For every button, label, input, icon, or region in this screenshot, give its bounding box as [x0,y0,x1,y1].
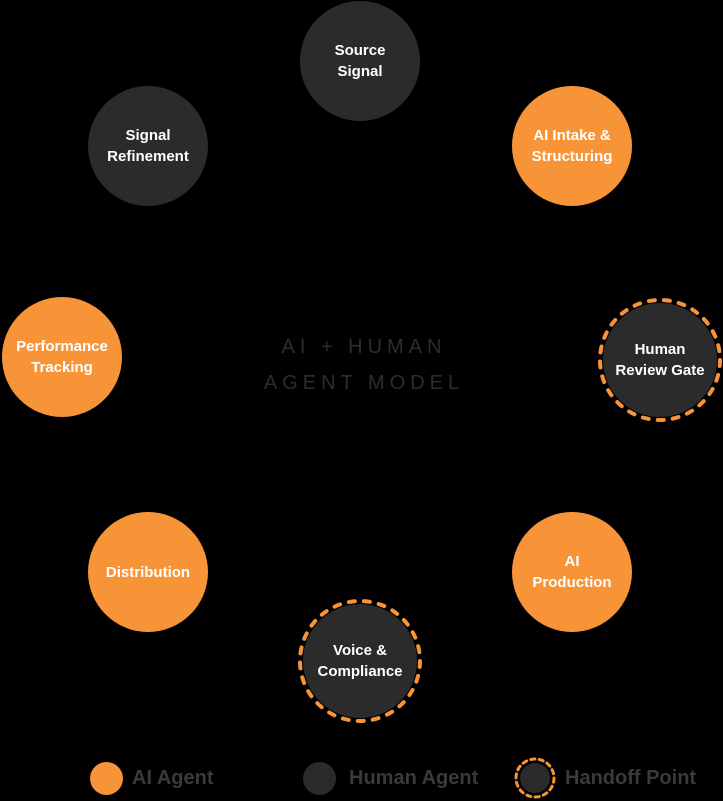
node-ai-intake-structuring: AI Intake & Structuring [512,86,632,206]
node-label: AI Intake & Structuring [531,127,613,165]
dashed-ring-icon [298,599,422,723]
node-distribution: Distribution [88,512,208,632]
node-fill [303,604,417,718]
dashed-ring-icon [598,298,722,422]
diagram-title-line1: AI + HUMAN [281,336,447,358]
handoff-point-swatch-icon [514,757,556,799]
node-signal-refinement: Signal Refinement [88,86,208,206]
diagram-title-line2: AGENT MODEL [263,372,465,394]
node-voice-compliance: Voice & Compliance [297,598,423,724]
human-agent-swatch-icon [303,761,336,795]
ai-agent-swatch-icon [90,761,123,795]
node-label: Source Signal [334,42,386,80]
legend-label: Handoff Point [565,767,697,789]
node-performance-tracking: Performance Tracking [2,297,122,417]
node-label: Voice & Compliance [317,642,403,680]
node-label: AI Production [532,553,612,591]
node-human-review-gate: Human Review Gate [597,297,723,423]
node-label: Performance Tracking [16,338,108,376]
legend-label: Human Agent [349,767,479,789]
legend-item-handoff-point: Handoff Point [514,757,697,799]
node-fill [603,303,717,417]
node-ai-production: AI Production [512,512,632,632]
node-label: Distribution [105,563,191,581]
node-label: Signal Refinement [107,127,189,165]
legend-label: AI Agent [132,767,214,789]
node-source-signal: Source Signal [300,1,420,121]
legend-item-ai-agent: AI Agent [90,758,213,798]
node-label: Human Review Gate [615,341,705,379]
legend-item-human-agent: Human Agent [303,758,478,798]
